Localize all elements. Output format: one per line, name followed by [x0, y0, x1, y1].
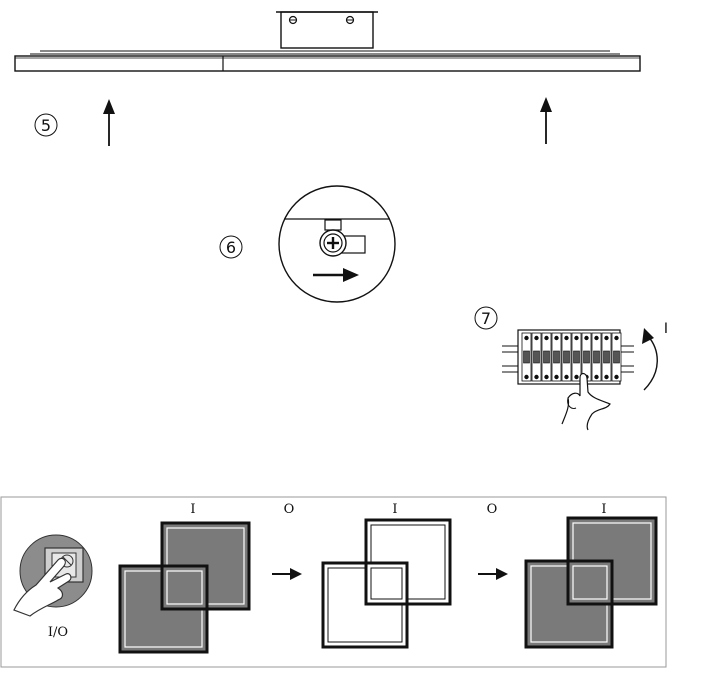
hand-icon: [561, 372, 611, 431]
state-label-2: O: [284, 502, 295, 517]
breaker-module: [601, 332, 612, 382]
switch-on-label: I: [664, 321, 668, 337]
breaker-modules: [521, 332, 622, 382]
step5-number: 5: [41, 116, 51, 135]
state-label-1: I: [190, 502, 195, 517]
arrow-up-left-icon: [103, 99, 115, 146]
switch-button-label: I/O: [48, 625, 68, 640]
arrow-up-right-icon: [540, 97, 552, 144]
breaker-module: [551, 332, 562, 382]
breaker-module: [611, 332, 622, 382]
wall-switch-button: [13, 534, 93, 617]
phillips-screw-icon: [319, 229, 347, 257]
state-label-3: I: [392, 502, 397, 517]
step7-circuit-breaker: 7 I: [474, 306, 668, 431]
switch-sequence-panel: I/O I O I O I: [0, 496, 667, 668]
curved-arrow-up-icon: [642, 328, 658, 391]
state-label-4: O: [487, 502, 498, 517]
arrow-right-1-icon: [272, 568, 302, 580]
step5-panel-mount: 5: [14, 11, 641, 146]
pressing-hand-icon: [13, 557, 72, 617]
arrow-right-icon: [313, 268, 359, 282]
breaker-module: [521, 332, 532, 382]
lamp-state-5-both-on: [524, 516, 658, 649]
step6-screw-detail: 6: [219, 185, 396, 303]
step7-number: 7: [481, 309, 491, 328]
step5-number-circle: [34, 113, 58, 137]
bracket-screw-right-icon: [345, 15, 355, 25]
breaker-module: [531, 332, 542, 382]
bracket-screw-left-icon: [288, 15, 298, 25]
light-panel: [14, 55, 641, 72]
state-label-5: I: [601, 502, 606, 517]
breaker-module: [541, 332, 552, 382]
breaker-module: [591, 332, 602, 382]
breaker-module: [561, 332, 572, 382]
step6-number: 6: [226, 238, 236, 257]
lamp-state-3-off: [321, 518, 452, 649]
step7-number-circle: [474, 306, 498, 330]
step6-number-circle: [219, 235, 243, 259]
lamp-state-1-both-on: [118, 521, 251, 654]
breaker-module: [571, 332, 582, 382]
arrow-right-2-icon: [478, 568, 508, 580]
